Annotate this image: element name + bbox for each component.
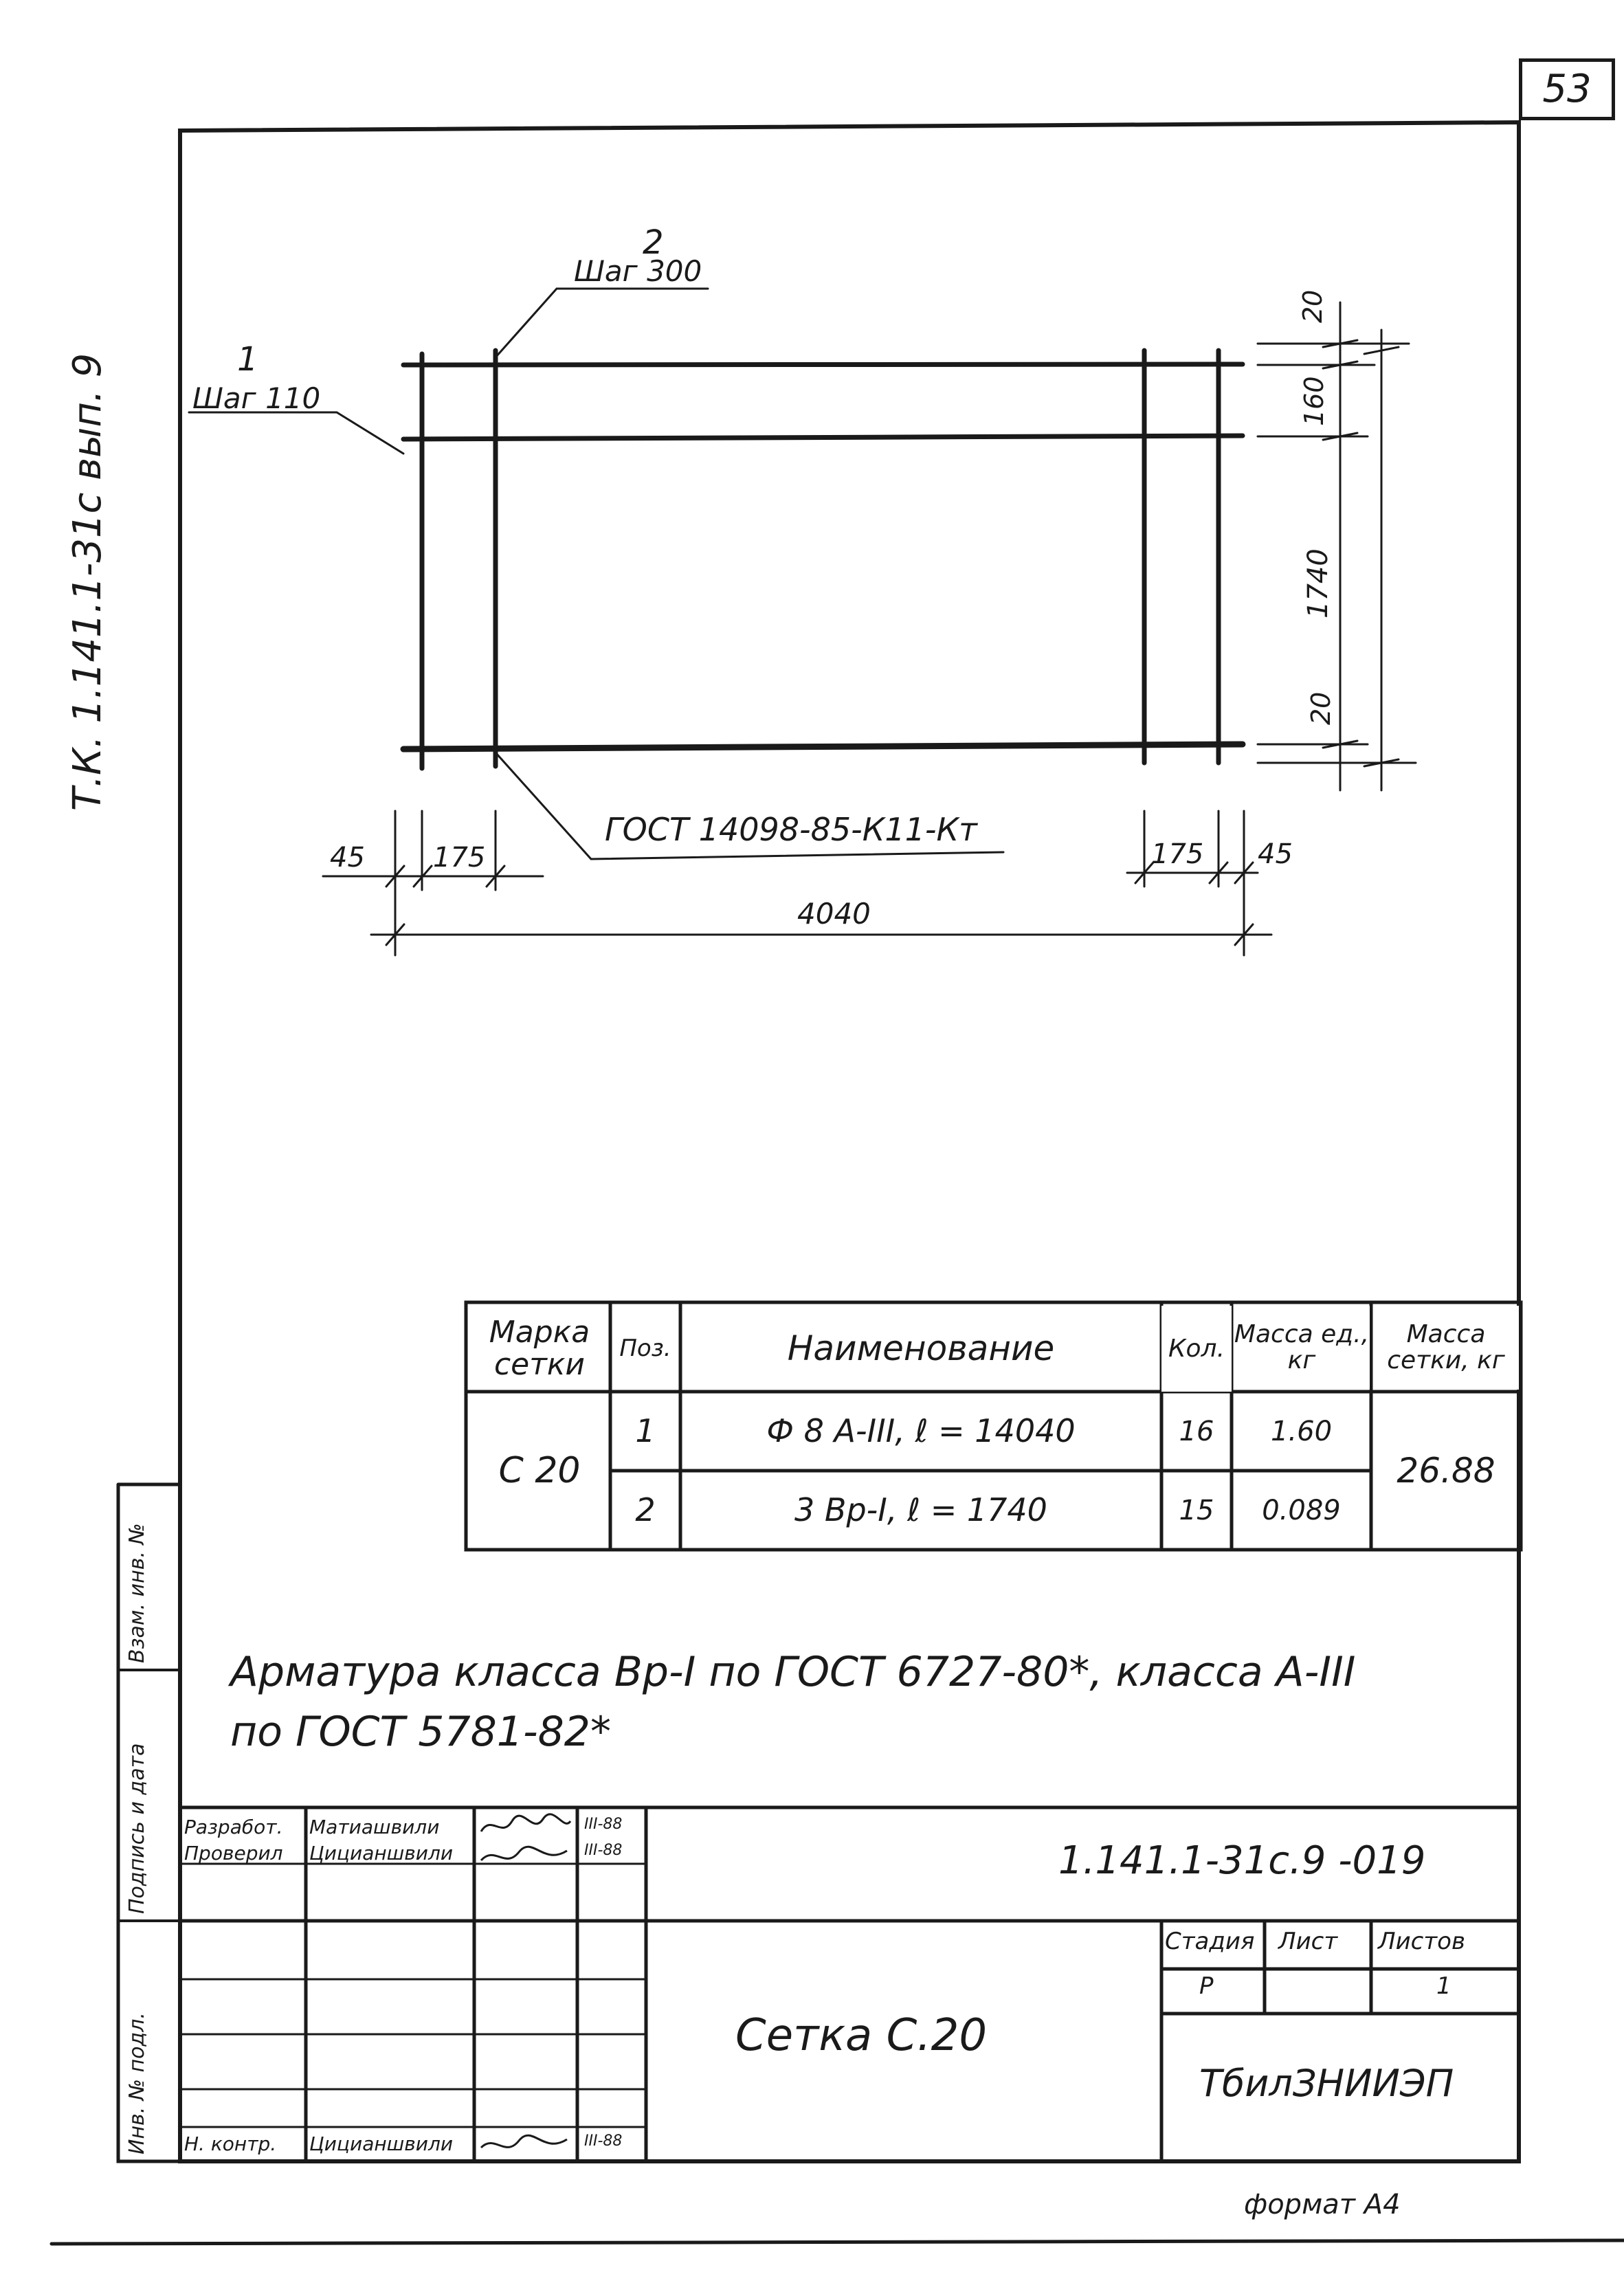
mesh-bar-bottom bbox=[400, 741, 1246, 753]
callout-2-text: Шаг 300 bbox=[574, 254, 702, 288]
title-name: Сетка С.20 bbox=[735, 2010, 988, 2061]
title-block-grid bbox=[178, 1805, 1521, 2163]
role-checker: Проверил bbox=[184, 1842, 283, 1864]
spec-row-1-pos: 1 bbox=[635, 1412, 656, 1450]
strip-replace-inv: Взам. инв. № bbox=[125, 1523, 149, 1663]
role-norm-control: Н. контр. bbox=[184, 2132, 277, 2155]
dim-total-4040: 4040 bbox=[797, 897, 871, 931]
title-sheet-label: Лист bbox=[1278, 1928, 1338, 1955]
spec-header-pos: Поз. bbox=[619, 1334, 671, 1362]
strip-inv-orig: Инв. № подл. bbox=[125, 2012, 149, 2154]
date-developer: III-88 bbox=[584, 1816, 623, 1833]
title-sheets-value: 1 bbox=[1436, 1972, 1451, 2000]
strip-signature-date: Подпись и дата bbox=[125, 1743, 149, 1915]
spec-row-1-qty: 16 bbox=[1179, 1415, 1214, 1447]
dim-160: 160 bbox=[1299, 376, 1329, 426]
gost-leader bbox=[494, 751, 1005, 860]
date-checker: III-88 bbox=[584, 1842, 623, 1859]
spec-header-total-mass: Масса сетки, кг bbox=[1373, 1306, 1519, 1390]
name-developer: Матиашвили bbox=[309, 1816, 440, 1838]
spec-total-mass: 26.88 bbox=[1397, 1450, 1495, 1491]
dim-1740: 1740 bbox=[1302, 548, 1334, 619]
signatures bbox=[480, 1813, 572, 2149]
spec-row-2-pos: 2 bbox=[635, 1491, 656, 1529]
mesh-bar-top bbox=[401, 361, 1245, 368]
binding-strip bbox=[116, 1482, 182, 2163]
dim-left-45: 45 bbox=[330, 842, 365, 873]
title-organization: ТбилЗНИИЭП bbox=[1199, 2062, 1454, 2105]
dim-left-175: 175 bbox=[433, 842, 486, 873]
mesh-bar-2 bbox=[401, 433, 1245, 442]
spec-row-1-name: Ф 8 А-III, ℓ = 14040 bbox=[766, 1412, 1076, 1450]
note-line-2: по ГОСТ 5781-82* bbox=[230, 1708, 611, 1756]
spec-header-unit-mass-col: Масса ед., кг bbox=[1234, 1306, 1370, 1390]
dim-right-175: 175 bbox=[1151, 838, 1204, 870]
callout-1-leader bbox=[188, 411, 405, 455]
reinforcement-note: Арматура класса Вр-I по ГОСТ 6727-80*, к… bbox=[230, 1642, 1355, 1762]
callout-2-number: 2 bbox=[643, 223, 664, 262]
spec-row-2-qty: 15 bbox=[1179, 1494, 1214, 1526]
spec-header-name: Наименование bbox=[787, 1328, 1055, 1369]
spec-row-2-name: 3 Вр-I, ℓ = 1740 bbox=[794, 1491, 1047, 1529]
callout-2-leader bbox=[494, 287, 709, 359]
name-norm-control: Цицианшвили bbox=[309, 2132, 454, 2155]
spec-row-1-unit-mass: 1.60 bbox=[1270, 1415, 1333, 1447]
title-doc-code: 1.141.1-31с.9 -019 bbox=[1058, 1838, 1426, 1883]
gost-label: ГОСТ 14098-85-К11-Кт bbox=[605, 811, 977, 848]
dim-bottom-20: 20 bbox=[1306, 691, 1336, 725]
title-stage-label: Стадия bbox=[1165, 1928, 1255, 1955]
dim-top-20: 20 bbox=[1298, 289, 1328, 323]
title-stage-value: Р bbox=[1199, 1972, 1214, 2000]
spec-row-2-unit-mass: 0.089 bbox=[1262, 1494, 1341, 1526]
format-mark: формат А4 bbox=[1244, 2189, 1401, 2220]
spec-header-mark: Марка сетки bbox=[489, 1315, 590, 1382]
title-sheets-label: Листов bbox=[1378, 1928, 1466, 1955]
spec-table-grid bbox=[464, 1300, 1523, 1552]
series-code: Т.К. 1.141.1-31с вып. 9 bbox=[65, 353, 110, 811]
date-norm-control: III-88 bbox=[584, 2132, 623, 2150]
name-checker: Цицианшвили bbox=[309, 1842, 454, 1864]
spec-mark: С 20 bbox=[498, 1449, 581, 1491]
sheet-number: 53 bbox=[1519, 58, 1615, 120]
note-line-1: Арматура класса Вр-I по ГОСТ 6727-80*, к… bbox=[230, 1648, 1356, 1696]
spec-header-qty-col: Кол. bbox=[1161, 1306, 1232, 1392]
callout-1-text: Шаг 110 bbox=[192, 381, 321, 415]
callout-1-number: 1 bbox=[237, 340, 258, 379]
dim-right-45: 45 bbox=[1258, 838, 1293, 870]
role-developer: Разработ. bbox=[184, 1816, 283, 1838]
